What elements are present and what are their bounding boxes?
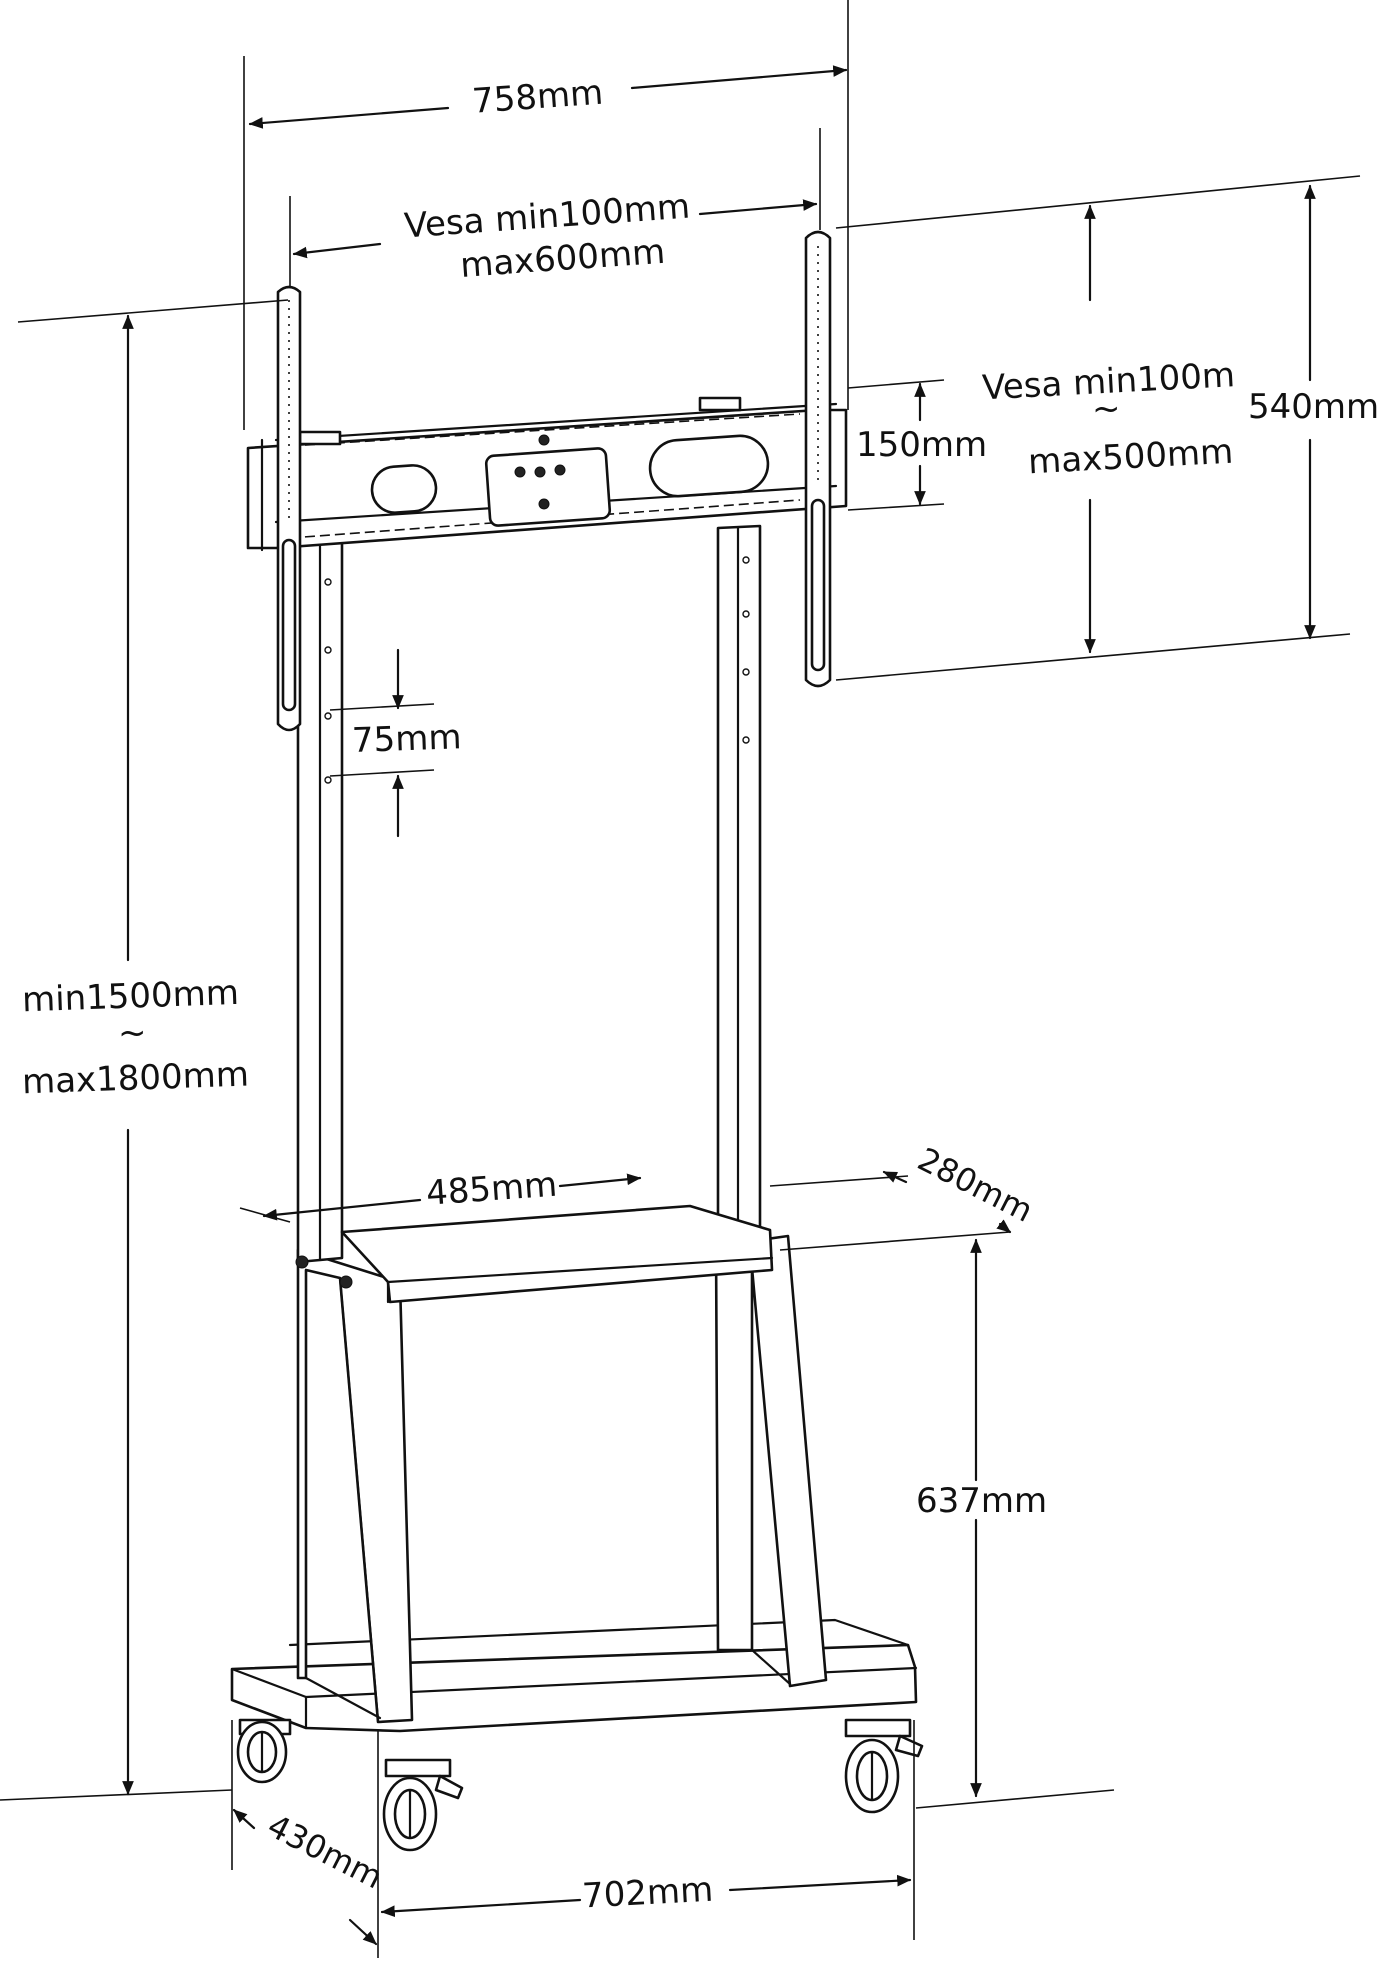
right-upright — [716, 524, 762, 1248]
left-upright — [295, 536, 353, 1289]
label-shelf-height: 637mm — [916, 1481, 1047, 1521]
caster-front-right — [844, 1718, 924, 1814]
stand-drawing — [230, 230, 924, 1852]
caster-front-left — [382, 1758, 464, 1852]
mount-crossbar — [246, 396, 848, 552]
label-shelf-depth: 280mm — [912, 1140, 1039, 1230]
right-leg-frame — [714, 1234, 828, 1688]
label-base-depth: 430mm — [262, 1806, 389, 1896]
label-height-min: min1500mm — [21, 973, 239, 1021]
label-height-tilde: ~ — [118, 1013, 147, 1053]
label-bracket-height: 540mm — [1248, 387, 1377, 427]
label-overall-width: 758mm — [471, 73, 605, 122]
middle-shelf — [340, 1204, 774, 1304]
vesa-arm-right — [804, 230, 832, 688]
label-height-max: max1800mm — [21, 1055, 249, 1103]
label-base-width: 702mm — [581, 1870, 714, 1917]
label-vesa-vertical-max: max500mm — [1027, 432, 1234, 483]
vesa-arm-left — [276, 285, 302, 732]
label-shelf-width: 485mm — [425, 1165, 559, 1214]
label-crossbar-height: 150mm — [856, 425, 987, 465]
label-vesa-vertical-tilde: ~ — [1092, 389, 1121, 429]
label-hole-spacing: 75mm — [351, 717, 462, 761]
caster-back-left — [236, 1718, 292, 1784]
dimension-labels: 758mm Vesa min100mm max600mm 150mm Vesa … — [21, 73, 1377, 1917]
left-leg-frame — [296, 1248, 414, 1724]
